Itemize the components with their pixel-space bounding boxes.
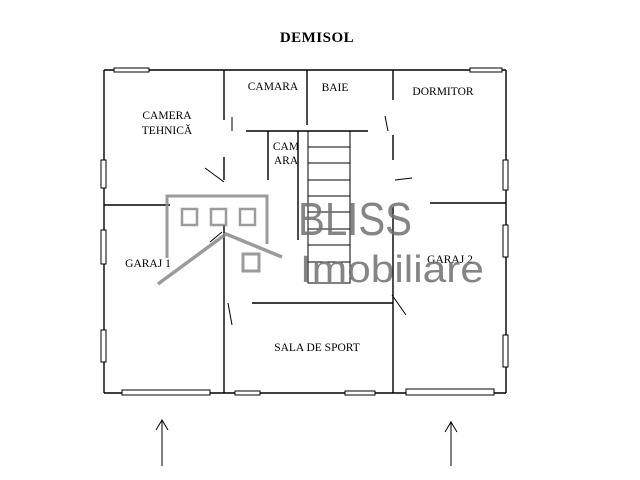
room-label-sala-de-sport: SALA DE SPORT <box>274 342 360 354</box>
room-label-camara-small-line1: CAM <box>273 141 299 153</box>
room-label-dormitor: DORMITOR <box>412 86 473 98</box>
room-label-camera-tehnica-line1: CAMERA <box>142 110 192 122</box>
windows <box>100 67 509 396</box>
plan-title: DEMISOL <box>280 30 354 46</box>
room-label-garaj-1: GARAJ 1 <box>125 258 171 270</box>
interior-walls <box>104 70 506 393</box>
room-label-garaj-2: GARAJ 2 <box>427 254 473 266</box>
arrow-up-icon <box>155 419 169 466</box>
house-logo-icon <box>156 194 283 286</box>
watermark-brand: BLISS <box>298 193 412 245</box>
arrow-up-icon <box>444 421 458 466</box>
staircase <box>307 130 351 284</box>
room-label-camara-small-line2: ARA <box>274 155 299 167</box>
room-labels: CAMARA BAIE DORMITOR CAMERA TEHNICĂ CAM … <box>125 81 474 354</box>
watermark-sub: Imobiliare <box>300 249 484 291</box>
room-label-baie: BAIE <box>322 82 349 94</box>
doors <box>204 115 413 326</box>
room-label-camara: CAMARA <box>248 81 299 93</box>
room-label-camera-tehnica-line2: TEHNICĂ <box>142 123 193 137</box>
